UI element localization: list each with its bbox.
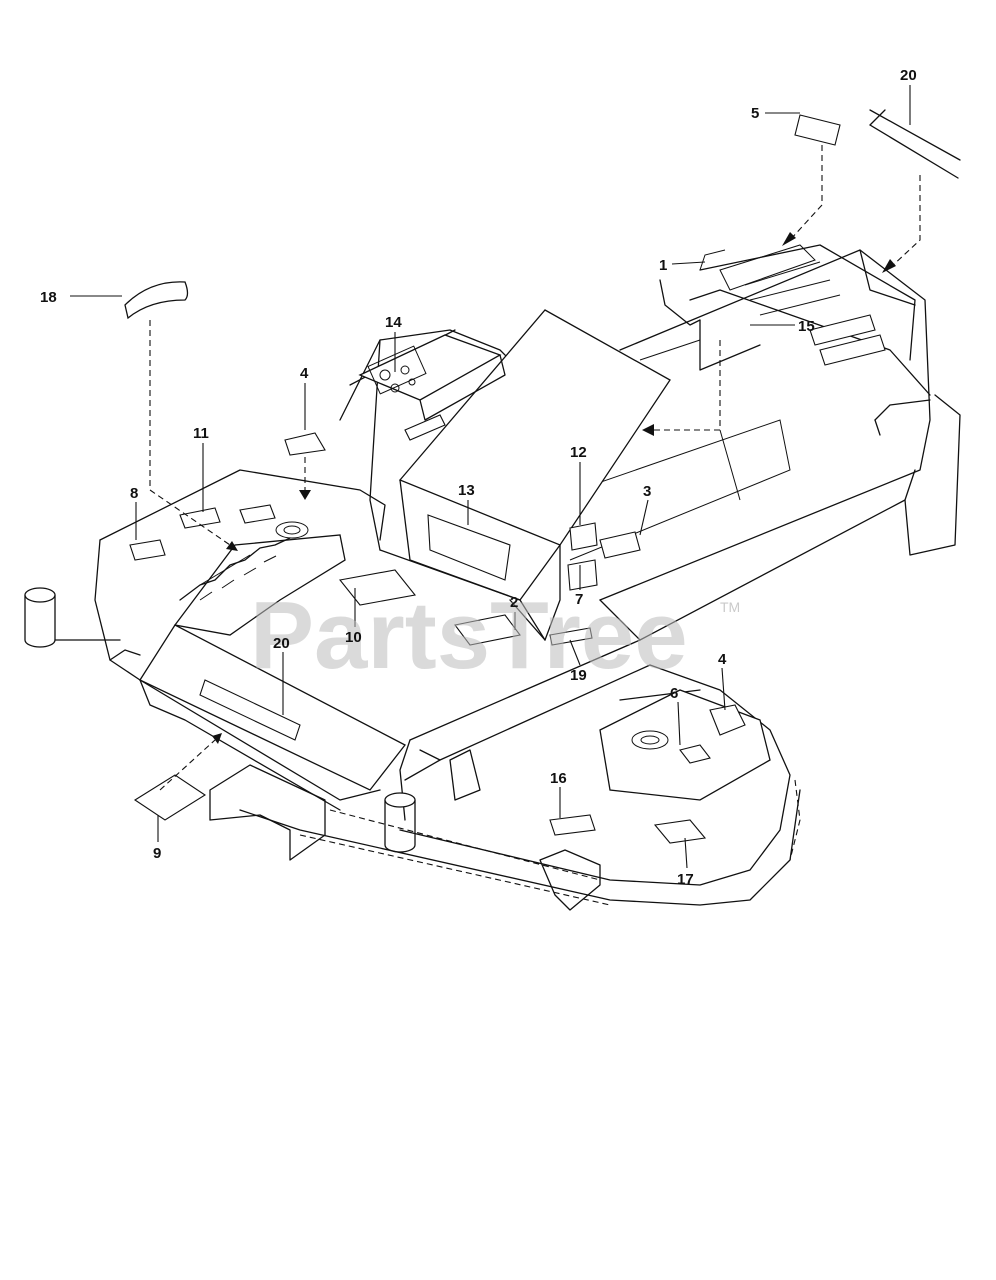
decal-5 — [794, 114, 841, 146]
callout-3: 3 — [643, 483, 651, 500]
callout-19: 19 — [570, 667, 587, 684]
callouts: 20 5 1 15 14 4 18 11 8 13 12 3 10 2 7 20… — [40, 67, 917, 888]
decal-20-deck — [199, 679, 301, 741]
decal-18 — [124, 281, 189, 320]
callout-1: 1 — [659, 257, 667, 274]
callout-11: 11 — [193, 425, 209, 442]
callout-14: 14 — [385, 314, 402, 331]
callout-4-top: 4 — [300, 365, 309, 382]
callout-12: 12 — [570, 444, 587, 461]
decal-13 — [427, 514, 511, 581]
chassis-frame — [339, 244, 961, 821]
decal-2 — [454, 614, 521, 646]
callout-20-top: 20 — [900, 67, 917, 84]
callout-13: 13 — [458, 482, 475, 499]
callout-18: 18 — [40, 289, 57, 306]
callout-6: 6 — [670, 685, 678, 702]
callout-9: 9 — [153, 845, 161, 862]
callout-5: 5 — [751, 105, 759, 122]
decal-6 — [679, 744, 711, 764]
callout-4-right: 4 — [718, 651, 727, 668]
callout-10: 10 — [345, 629, 362, 646]
decal-4-top — [284, 432, 326, 456]
decal-8 — [129, 539, 166, 561]
decal-10 — [338, 569, 417, 606]
decal-3 — [599, 531, 641, 559]
mower-deck — [24, 469, 801, 911]
callout-7: 7 — [575, 591, 583, 608]
seat — [398, 309, 671, 641]
callout-20-mid: 20 — [273, 635, 290, 652]
control-console — [358, 334, 506, 441]
decal-7 — [567, 559, 598, 591]
callout-2: 2 — [510, 594, 518, 611]
decal-4-right — [709, 704, 746, 736]
decal-12 — [569, 522, 598, 551]
watermark: PartsTree TM — [250, 582, 740, 689]
decal-16 — [549, 814, 596, 836]
decal-19 — [549, 627, 593, 646]
callout-15: 15 — [798, 318, 815, 335]
callout-8: 8 — [130, 485, 138, 502]
watermark-trademark: TM — [720, 599, 740, 615]
leader-lines — [70, 85, 911, 869]
decal-17 — [653, 819, 707, 844]
callout-16: 16 — [550, 770, 567, 787]
callout-17: 17 — [677, 871, 694, 888]
rear-fender — [699, 244, 886, 366]
watermark-text: PartsTree — [250, 582, 688, 689]
placement-lines — [149, 145, 921, 791]
loose-decals — [124, 109, 961, 821]
decal-9 — [133, 774, 207, 821]
